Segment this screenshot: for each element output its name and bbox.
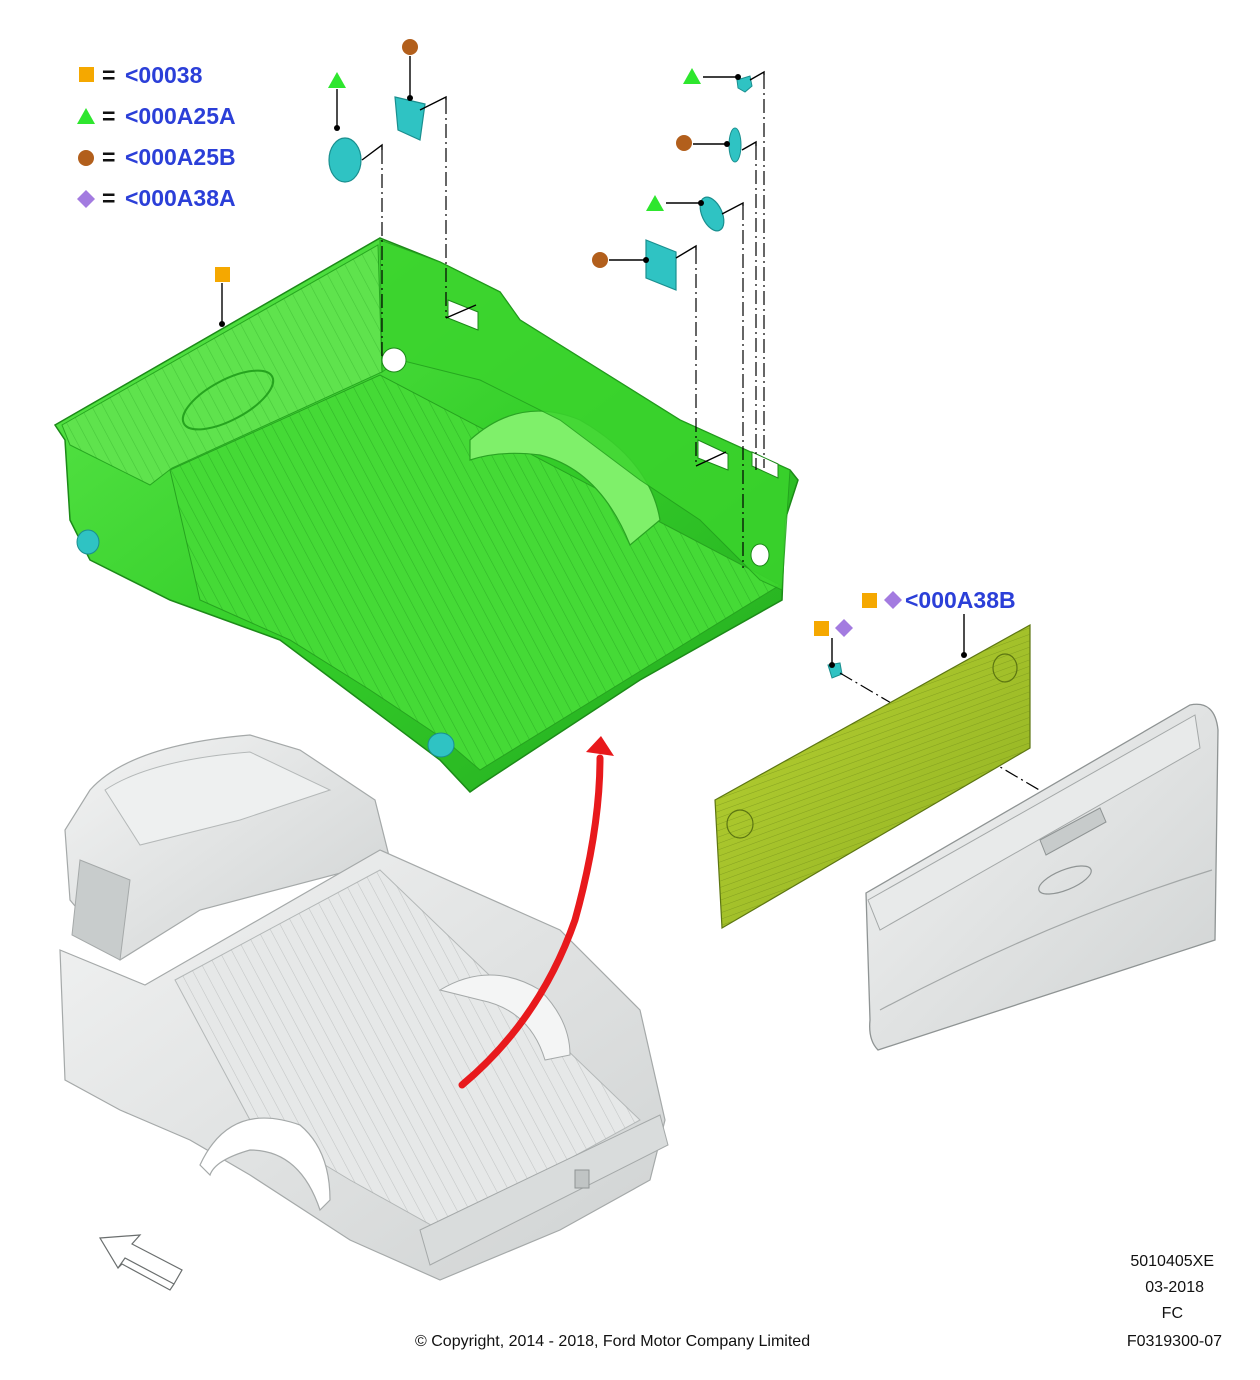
cap-part bbox=[699, 196, 725, 232]
arrow-up-icon bbox=[586, 736, 614, 756]
legend: = <00038 = <000A25A = <000A25B = <000A38… bbox=[77, 62, 236, 211]
tie-down-hole bbox=[381, 347, 407, 373]
triangle-marker-icon bbox=[646, 195, 664, 211]
tailgate-liner bbox=[714, 623, 1031, 930]
pad-part bbox=[394, 96, 426, 141]
market-code: FC bbox=[1162, 1305, 1183, 1322]
pad-part bbox=[645, 239, 677, 291]
circle-marker-icon bbox=[592, 252, 608, 268]
pickup-truck bbox=[59, 734, 669, 1281]
drain-plug bbox=[427, 732, 455, 758]
legend-row-diamond: = <000A38A bbox=[77, 185, 236, 211]
diamond-marker-icon bbox=[884, 591, 902, 609]
legend-row-circle: = <000A25B bbox=[78, 144, 236, 170]
square-marker-icon bbox=[215, 267, 230, 282]
square-marker-icon bbox=[862, 593, 877, 608]
clip-part bbox=[736, 75, 753, 93]
tailgate-liner-boss bbox=[992, 653, 1018, 683]
legend-code: <000A25B bbox=[125, 144, 236, 170]
legend-row-triangle: = <000A25A bbox=[77, 103, 236, 129]
red-arrow bbox=[458, 736, 614, 1089]
copyright-notice: © Copyright, 2014 - 2018, Ford Motor Com… bbox=[415, 1333, 810, 1350]
triangle-symbol-icon bbox=[77, 108, 95, 124]
view-direction-arrow bbox=[98, 1234, 183, 1291]
triangle-marker-icon bbox=[683, 68, 701, 84]
bedliner-right-wall bbox=[379, 239, 791, 591]
tailgate-liner-code: <000A38B bbox=[905, 587, 1016, 613]
illustration-date: 03-2018 bbox=[1145, 1279, 1204, 1296]
circle-marker-icon bbox=[676, 135, 692, 151]
callout-markers: <000A38B bbox=[215, 39, 1016, 668]
legend-row-square: = <00038 bbox=[79, 62, 203, 88]
diamond-symbol-icon bbox=[77, 190, 95, 208]
tailgate bbox=[865, 703, 1219, 1051]
stake-pocket bbox=[697, 439, 729, 471]
square-marker-icon bbox=[814, 621, 829, 636]
fastener-parts bbox=[328, 75, 843, 679]
ford-logo-emboss bbox=[181, 369, 275, 431]
stake-pocket bbox=[751, 451, 779, 479]
disc-part bbox=[728, 127, 742, 163]
tie-down-hole bbox=[750, 543, 770, 567]
legend-equals: = bbox=[102, 185, 115, 211]
legend-code: <000A25A bbox=[125, 103, 236, 129]
circle-symbol-icon bbox=[78, 150, 94, 166]
bedliner bbox=[53, 237, 799, 793]
bedliner-front-wall-ribs bbox=[62, 245, 382, 485]
legend-code: <00038 bbox=[125, 62, 203, 88]
triangle-marker-icon bbox=[328, 72, 346, 88]
legend-code: <000A38A bbox=[125, 185, 236, 211]
tailgate-badge bbox=[1038, 865, 1092, 895]
view-arrow-icon bbox=[98, 1234, 183, 1285]
square-symbol-icon bbox=[79, 67, 94, 82]
tailgate-body bbox=[865, 703, 1219, 1051]
legend-equals: = bbox=[102, 103, 115, 129]
tailgate-liner-boss bbox=[726, 809, 754, 839]
legend-equals: = bbox=[102, 62, 115, 88]
figure-number: F0319300-07 bbox=[1127, 1333, 1222, 1350]
drain-plug bbox=[76, 529, 100, 555]
bedliner-floor-ribs bbox=[170, 375, 780, 770]
legend-equals: = bbox=[102, 144, 115, 170]
cap-part bbox=[328, 137, 362, 183]
illustration-id: 5010405XE bbox=[1130, 1253, 1214, 1270]
circle-marker-icon bbox=[402, 39, 418, 55]
diamond-marker-icon bbox=[835, 619, 853, 637]
